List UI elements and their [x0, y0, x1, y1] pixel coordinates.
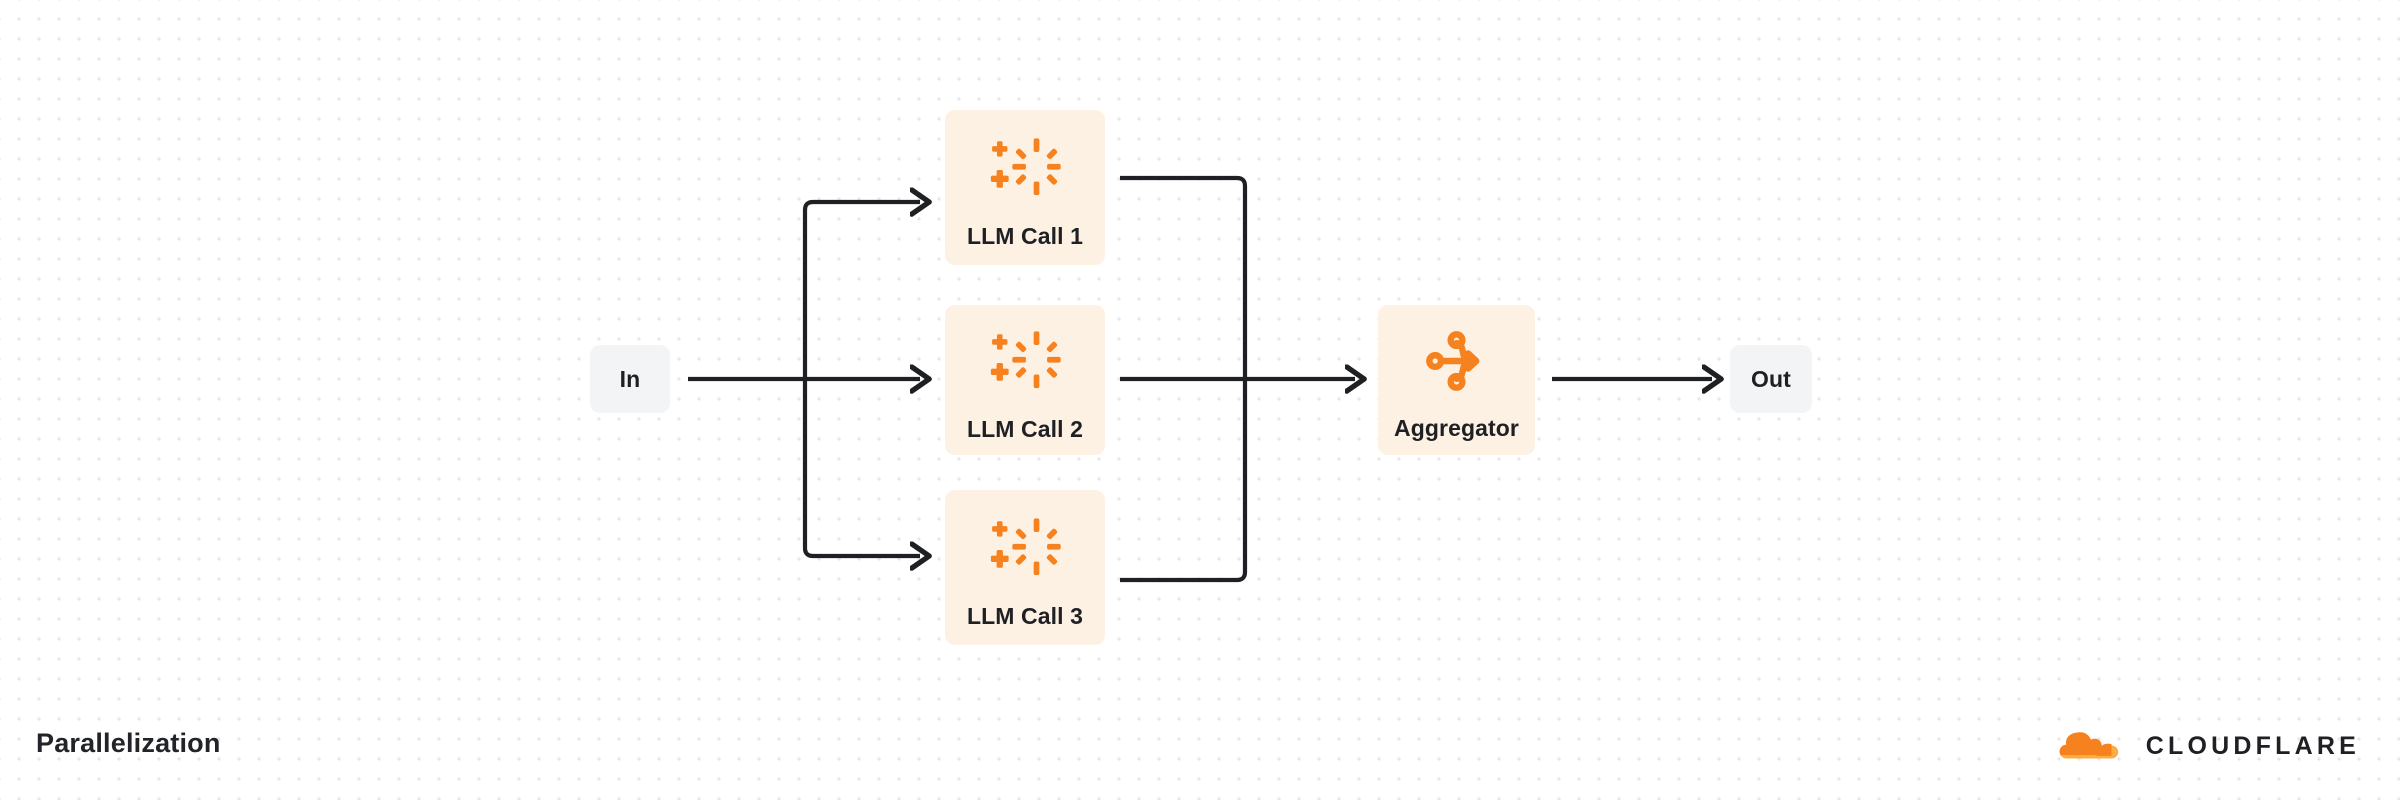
edge-llm1-to-merge	[1120, 175, 1248, 379]
diagram-title: Parallelization	[36, 728, 221, 758]
node-input-label: In	[619, 365, 641, 392]
aggregator-merge-icon	[1419, 323, 1495, 399]
ai-sparkle-icon	[986, 511, 1064, 589]
node-llm-call-1[interactable]: LLM Call 1	[945, 110, 1105, 265]
node-llm-call-3-label: LLM Call 3	[966, 603, 1083, 629]
node-aggregator-label: Aggregator	[1394, 414, 1519, 441]
node-aggregator[interactable]: Aggregator	[1378, 305, 1535, 455]
node-llm-call-1-label: LLM Call 1	[966, 223, 1083, 249]
node-llm-call-2-label: LLM Call 2	[966, 415, 1083, 442]
node-llm-call-3[interactable]: LLM Call 3	[945, 490, 1105, 645]
edge-fanout-to-llm3	[802, 379, 920, 556]
cloudflare-cloud-icon	[2058, 728, 2132, 765]
node-output[interactable]: Out	[1730, 345, 1812, 413]
ai-sparkle-icon	[986, 131, 1064, 209]
cloudflare-wordmark: CLOUDFLARE	[2145, 732, 2360, 760]
node-llm-call-2[interactable]: LLM Call 2	[945, 305, 1105, 455]
ai-sparkle-icon	[986, 324, 1064, 402]
node-input[interactable]: In	[590, 345, 670, 413]
edge-fanout-to-llm1	[802, 202, 920, 379]
cloudflare-brand: CLOUDFLARE	[2058, 728, 2360, 765]
node-output-label: Out	[1751, 365, 1791, 392]
edge-llm3-to-merge	[1120, 379, 1248, 583]
